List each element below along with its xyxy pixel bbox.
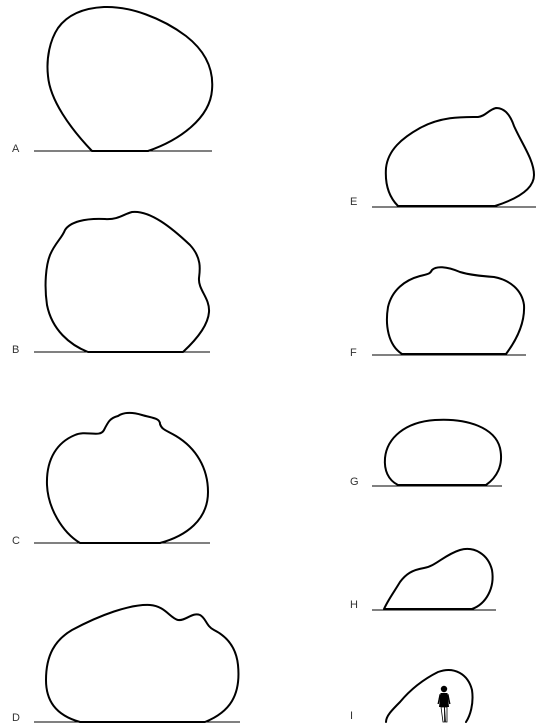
label-d: D <box>12 712 20 723</box>
label-h: H <box>350 599 358 611</box>
label-e: E <box>350 196 357 208</box>
label-f: F <box>350 347 357 359</box>
label-g: G <box>350 476 359 488</box>
shape-a: A <box>12 7 212 155</box>
shape-e-outline <box>386 108 534 206</box>
shape-g: G <box>350 420 502 488</box>
shape-g-outline <box>385 420 501 485</box>
shape-d-outline <box>46 605 238 722</box>
shape-d: D <box>12 605 240 723</box>
shape-h: H <box>350 549 496 611</box>
shape-f-outline <box>387 267 524 354</box>
shape-c: C <box>12 413 210 547</box>
label-a: A <box>12 143 20 155</box>
person-figure-icon <box>438 686 451 722</box>
shape-a-outline <box>47 7 212 151</box>
shape-b-outline <box>46 212 210 352</box>
label-c: C <box>12 535 20 547</box>
shape-b: B <box>12 212 210 356</box>
shape-h-outline <box>384 549 493 609</box>
shape-i: I <box>350 670 473 722</box>
label-i: I <box>350 710 353 722</box>
shape-f: F <box>350 267 526 359</box>
shape-e: E <box>350 108 536 208</box>
label-b: B <box>12 344 19 356</box>
shape-i-outline <box>386 670 473 722</box>
shape-c-outline <box>47 413 208 543</box>
